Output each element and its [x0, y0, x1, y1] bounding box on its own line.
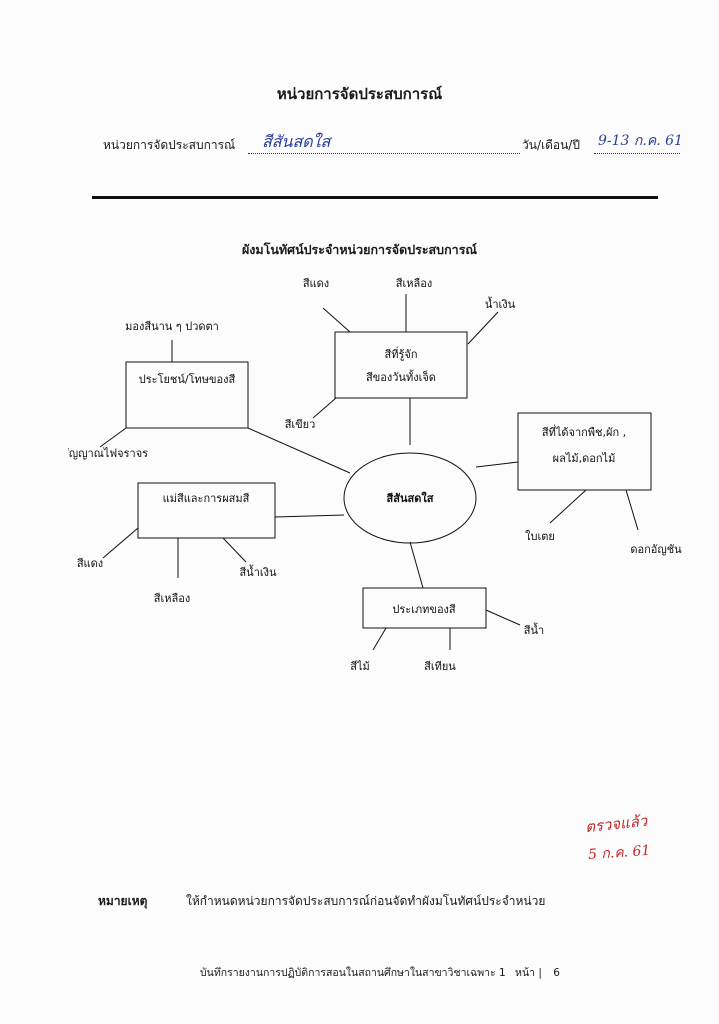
leaf-red-left: สีแดง: [77, 557, 104, 570]
box-plants-line1: สีที่ได้จากพืช,ผัก ,: [542, 424, 627, 439]
mind-map: ประโยชน์/โทษของสี สีที่รู้จัก สีของวันทั…: [68, 277, 682, 673]
box-types-label: ประเภทของสี: [392, 603, 456, 616]
signature-check: ตรวจแล้ว: [584, 811, 649, 837]
center-ellipse: [343, 452, 477, 544]
date-handwritten-value: 9-13 ก.ค. 61: [598, 133, 683, 149]
leaf-line-traffic: [99, 427, 127, 448]
unit-label: หน่วยการจัดประสบการณ์: [103, 138, 236, 152]
leaf-blue-left: สีน้ำเงิน: [239, 564, 277, 579]
note-label: หมายเหตุ: [98, 894, 148, 908]
box-types: [362, 587, 487, 629]
leaf-green: สีเขียว: [284, 418, 315, 431]
unit-handwritten-value: สีสันสดใส: [262, 132, 331, 151]
footer-text: บันทึกรายงานการปฏิบัติการสอนในสถานศึกษาใ…: [200, 964, 560, 981]
divider-line: [92, 196, 658, 199]
leaf-line-water: [485, 609, 521, 626]
leaf-crayon: สีเทียน: [424, 660, 456, 673]
leaf-eye-strain: มองสีนาน ๆ ปวดตา: [125, 320, 219, 333]
leaf-line-leaf: [549, 489, 587, 524]
diagram-title: ผังมโนทัศน์ประจำหน่วยการจัดประสบการณ์: [241, 242, 478, 257]
footer-title: บันทึกรายงานการปฏิบัติการสอนในสถานศึกษาใ…: [200, 967, 506, 979]
box-weekdays-line2: สีของวันทั้งเจ็ด: [366, 369, 436, 384]
leaf-wood: สีไม้: [350, 660, 370, 673]
connector-types: [409, 541, 424, 589]
box-weekdays: [334, 331, 468, 399]
center-label: สีสันสดใส: [386, 491, 433, 505]
leaf-traffic: สัญญาณไฟจราจร: [68, 447, 148, 460]
date-label: วัน/เดือน/ปี: [522, 138, 580, 152]
leaf-yellow-top: สีเหลือง: [395, 277, 432, 290]
footer-page-number: 6: [553, 967, 560, 979]
leaf-line-blue-top: [467, 311, 499, 345]
leaf-yellow-left: สีเหลือง: [153, 592, 190, 605]
box-plants-line2: ผลไม้,ดอกไม้: [553, 452, 616, 465]
connector-primary: [274, 514, 345, 518]
unit-dotted-line: [248, 153, 520, 154]
leaf-water: สีน้ำ: [524, 622, 545, 637]
leaf-line-blue-left: [222, 537, 247, 563]
page-title: หน่วยการจัดประสบการณ์: [276, 85, 443, 103]
leaf-line-red-left: [102, 527, 139, 559]
leaf-blue-top: น้ำเงิน: [485, 296, 516, 311]
leaf-line-wood: [372, 627, 387, 651]
box-benefit-label: ประโยชน์/โทษของสี: [139, 372, 236, 386]
box-weekdays-line1: สีที่รู้จัก: [384, 346, 417, 361]
leaf-line-green: [312, 397, 337, 419]
note-text: ให้กำหนดหน่วยการจัดประสบการณ์ก่อนจัดทำผั…: [186, 894, 546, 908]
leaf-line-butterfly-pea: [625, 489, 639, 531]
box-primary-label: แม่สีและการผสมสี: [163, 492, 250, 505]
connector-benefit: [247, 427, 351, 474]
connector-plants: [475, 461, 519, 468]
leaf-red-top: สีแดง: [303, 277, 330, 290]
box-primary: [137, 482, 276, 539]
box-benefit: [125, 361, 249, 429]
footer-page-label: หน้า |: [515, 967, 542, 979]
box-plants: [517, 412, 652, 491]
leaf-line-red-top: [322, 307, 351, 333]
leaf-leaf: ใบเตย: [525, 530, 555, 543]
leaf-butterfly-pea: ดอกอัญชัน: [630, 543, 682, 556]
date-dotted-line: [594, 153, 680, 154]
signature-date: 5 ก.ค. 61: [587, 842, 651, 864]
